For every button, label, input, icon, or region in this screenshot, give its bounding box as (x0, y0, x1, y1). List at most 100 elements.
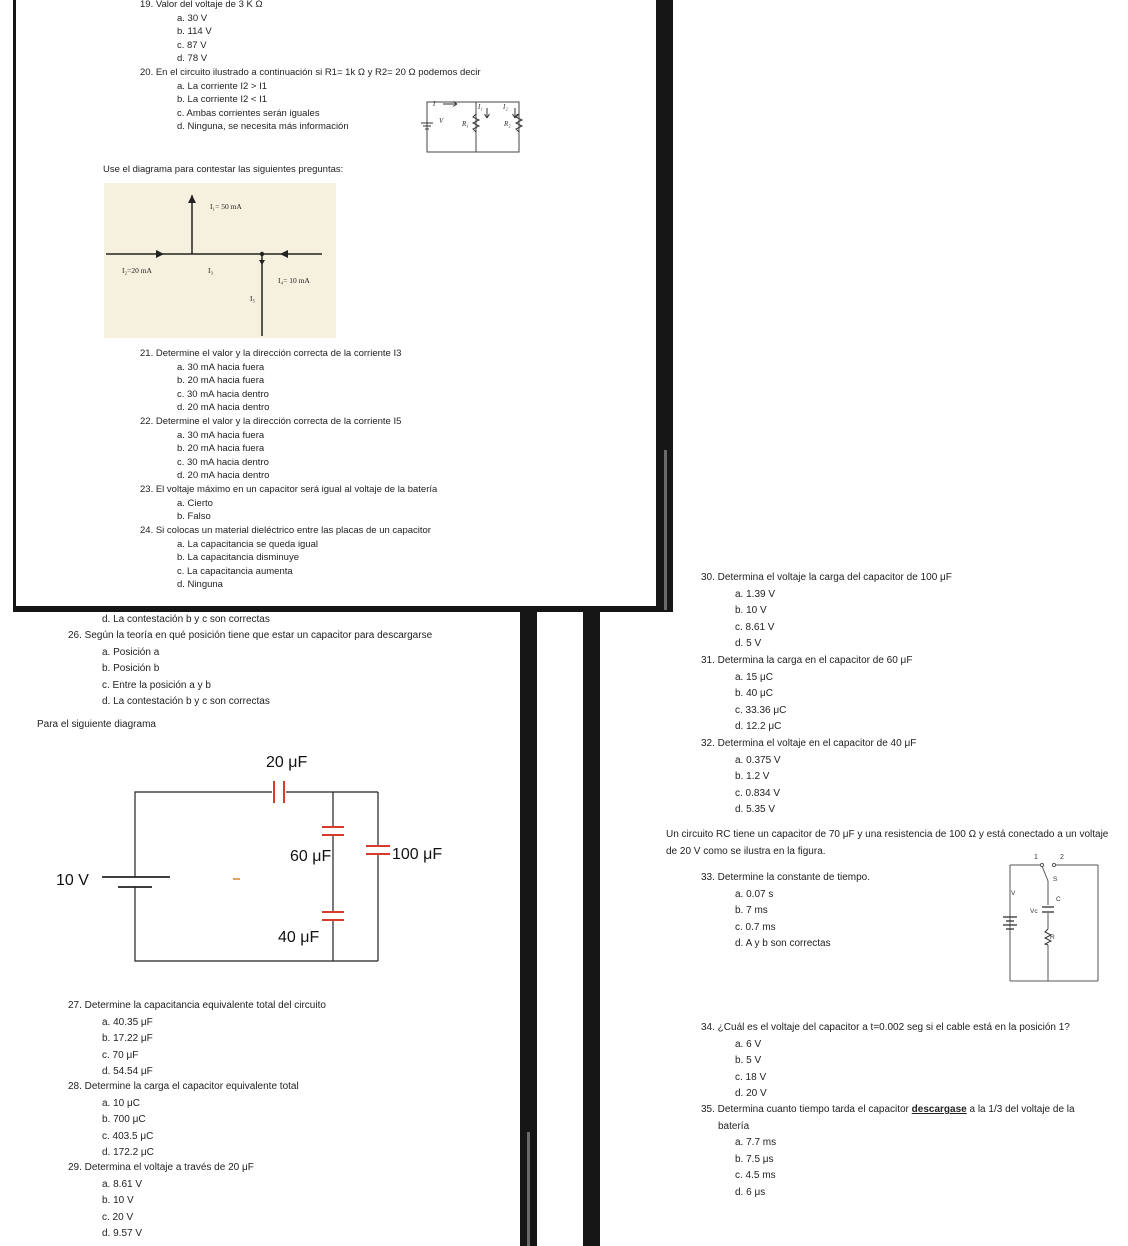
question-text-post: a la 1/3 del voltaje de la (966, 1104, 1075, 1115)
option[interactable]: b. 5 V (735, 1055, 762, 1066)
option[interactable]: b. 17.22 μF (102, 1033, 153, 1044)
option[interactable]: a. 30 mA hacia fuera (177, 361, 265, 373)
top-scrollbar-thumb[interactable] (664, 450, 667, 610)
option[interactable]: d. 5.35 V (735, 804, 776, 815)
capacitor-network-circuit: 10 V 20 μF 60 μF 100 μF 40 μF (56, 754, 442, 962)
option[interactable]: b. Falso (177, 511, 211, 522)
option[interactable]: a. 30 V (177, 12, 208, 24)
option[interactable]: d. 54.54 μF (102, 1066, 153, 1077)
option[interactable]: d. 20 V (735, 1088, 767, 1099)
question-33: 33. Determine la constante de tiempo. a.… (701, 870, 870, 953)
question-23: 23. El voltaje máximo en un capacitor se… (140, 483, 437, 524)
r1-label: R₁ (461, 120, 469, 128)
i1-label: I₁= 50 mA (210, 202, 242, 211)
option[interactable]: a. 40.35 μF (102, 1016, 153, 1028)
option[interactable]: a. 0.375 V (735, 754, 781, 766)
option[interactable]: a. 30 mA hacia fuera (177, 429, 265, 441)
option[interactable]: d. A y b son correctas (735, 938, 831, 949)
option[interactable]: d. La contestación b y c son correctas (102, 696, 270, 707)
option[interactable]: b. 700 μC (102, 1114, 146, 1125)
option[interactable]: b. 7.5 μs (735, 1153, 774, 1165)
question-19: 19. Valor del voltaje de 3 K Ω a. 30 V b… (140, 0, 263, 66)
bottom-right-bar (583, 612, 600, 1246)
option[interactable]: a. 7.7 ms (735, 1137, 777, 1148)
option[interactable]: b. La corriente I2 < I1 (177, 94, 268, 105)
pos2-label: 2 (1060, 854, 1064, 861)
question-text: 23. El voltaje máximo en un capacitor se… (140, 484, 438, 495)
option[interactable]: c. 0.834 V (735, 787, 781, 799)
question-27: 27. Determine la capacitancia equivalent… (68, 998, 326, 1081)
option[interactable]: c. Ambas corrientes serán iguales (177, 107, 320, 119)
i2-label: I₂ (502, 103, 508, 111)
i2-label: I₂=20 mA (122, 266, 153, 275)
switch-label: S (1053, 876, 1058, 883)
option[interactable]: c. 30 mA hacia dentro (177, 388, 269, 400)
diagram-intro-bottom: Para el siguiente diagrama (37, 719, 156, 730)
option[interactable]: c. 403.5 μC (102, 1130, 154, 1142)
option[interactable]: b. 10 V (735, 605, 767, 616)
option[interactable]: d. Ninguna, se necesita más información (177, 121, 349, 132)
option[interactable]: b. Posición b (102, 663, 160, 674)
option[interactable]: d. 78 V (177, 53, 208, 64)
option[interactable]: c. La capacitancia aumenta (177, 565, 293, 577)
option[interactable]: b. 1.2 V (735, 771, 770, 782)
current-label: I (432, 100, 436, 108)
option[interactable]: d. 5 V (735, 638, 762, 649)
option[interactable]: b. 10 V (102, 1195, 134, 1206)
option[interactable]: a. Posición a (102, 646, 160, 658)
diagram-intro-top: Use el diagrama para contestar las sigui… (103, 164, 344, 175)
option[interactable]: c. 33.36 μC (735, 704, 787, 716)
option[interactable]: b. La capacitancia disminuye (177, 552, 299, 563)
question-text: 30. Determina el voltaje la carga del ca… (701, 572, 952, 583)
option[interactable]: c. 20 V (102, 1211, 134, 1223)
option[interactable]: a. 10 μC (102, 1097, 141, 1109)
option[interactable]: a. La corriente I2 > I1 (177, 80, 268, 92)
option[interactable]: c. 8.61 V (735, 621, 775, 633)
option[interactable]: d. 20 mA hacia dentro (177, 470, 270, 481)
bottom-middle-scroll-thumb[interactable] (527, 1132, 530, 1246)
option[interactable]: c. 30 mA hacia dentro (177, 456, 269, 468)
option[interactable]: a. 6 V (735, 1038, 762, 1050)
c60-label: 60 μF (290, 848, 331, 865)
i4-label: I₄= 10 mA (278, 276, 310, 285)
i5-label: I₅ (250, 294, 255, 303)
battery-label: V (1011, 890, 1016, 897)
option[interactable]: a. Cierto (177, 497, 213, 509)
option[interactable]: b. 40 μC (735, 688, 774, 699)
question-text: 34. ¿Cuál es el voltaje del capacitor a … (701, 1022, 1070, 1033)
current-node-diagram: I₁= 50 mA I₂=20 mA I₃ I₄= 10 mA I₅ (104, 183, 336, 338)
question-text: 33. Determine la constante de tiempo. (701, 872, 870, 883)
question-text: 26. Según la teoría en qué posición tien… (68, 630, 433, 641)
option[interactable]: d. 172.2 μC (102, 1147, 154, 1158)
question-26: 26. Según la teoría en qué posición tien… (68, 628, 432, 711)
option[interactable]: c. 87 V (177, 39, 207, 51)
c100-label: 100 μF (392, 846, 442, 863)
option[interactable]: c. 0.7 ms (735, 921, 776, 933)
question-text: 20. En el circuito ilustrado a continuac… (140, 67, 481, 78)
option[interactable]: a. 0.07 s (735, 888, 774, 900)
top-left-dark-bar (13, 0, 16, 612)
option[interactable]: a. 15 μC (735, 671, 774, 683)
question-21: 21. Determine el valor y la dirección co… (140, 347, 401, 415)
question-31: 31. Determina la carga en el capacitor d… (701, 653, 912, 736)
option[interactable]: b. 7 ms (735, 905, 768, 916)
option[interactable]: d. 20 mA hacia dentro (177, 402, 270, 413)
option[interactable]: c. 70 μF (102, 1049, 139, 1061)
option[interactable]: d. 9.57 V (102, 1228, 143, 1239)
option[interactable]: a. La capacitancia se queda igual (177, 538, 319, 550)
option[interactable]: d. 12.2 μC (735, 721, 782, 732)
option[interactable]: c. Entre la posición a y b (102, 679, 211, 691)
question-text: 28. Determine la carga el capacitor equi… (68, 1081, 299, 1092)
option[interactable]: b. 114 V (177, 26, 212, 37)
option[interactable]: b. 20 mA hacia fuera (177, 443, 265, 454)
bottom-middle-bar (520, 612, 537, 1246)
option[interactable]: a. 8.61 V (102, 1178, 143, 1190)
source-label: V (439, 117, 444, 125)
option[interactable]: d. 6 μs (735, 1186, 766, 1198)
option[interactable]: c. 4.5 ms (735, 1170, 776, 1181)
option[interactable]: a. 1.39 V (735, 588, 776, 600)
question-25-tail[interactable]: d. La contestación b y c son correctas (102, 614, 270, 625)
option[interactable]: d. Ninguna (177, 579, 223, 590)
option[interactable]: c. 18 V (735, 1071, 767, 1083)
option[interactable]: b. 20 mA hacia fuera (177, 375, 265, 386)
